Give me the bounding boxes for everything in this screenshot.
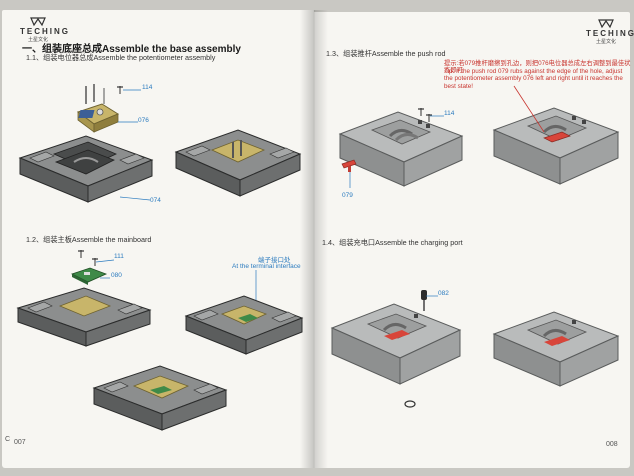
brand-sub-left: 土星文化 bbox=[28, 37, 49, 43]
brand-name-right: TECHING bbox=[586, 29, 634, 38]
base-housing-view-1 bbox=[18, 135, 154, 203]
brand-sub-right: 土星文化 bbox=[596, 39, 617, 45]
pushrod-part bbox=[341, 159, 357, 172]
pushrod-housing-view-2 bbox=[492, 107, 620, 185]
nut-ring-part bbox=[404, 400, 416, 408]
callout-080: 080 bbox=[111, 272, 122, 279]
screw-icon bbox=[78, 250, 84, 258]
section-title: 一、组装底座总成Assemble the base assembly bbox=[22, 44, 241, 55]
base-housing-view-2 bbox=[174, 129, 302, 197]
leader-line-114-right bbox=[430, 115, 444, 117]
base-housing-view-4 bbox=[184, 295, 304, 355]
terminal-interface-label-cn: 端子接口处 bbox=[258, 257, 291, 264]
screw-icon bbox=[117, 86, 123, 94]
charging-port-view-1 bbox=[330, 303, 462, 385]
leader-line-076 bbox=[118, 121, 138, 123]
screw-icon bbox=[426, 114, 432, 122]
callout-114-left: 114 bbox=[142, 84, 153, 91]
terminal-interface-label-en: At the terminal interface bbox=[232, 263, 301, 270]
tip-pointer-line bbox=[513, 85, 545, 133]
page-edge-letter: C bbox=[5, 436, 11, 443]
step-1-4-title: 1.4、组装充电口Assemble the charging port bbox=[322, 238, 463, 247]
leader-line-074 bbox=[119, 196, 151, 201]
brand-name-left: TECHING bbox=[20, 27, 70, 36]
pushrod-housing-view-1 bbox=[338, 111, 464, 187]
callout-114-right: 114 bbox=[444, 110, 455, 117]
page-number-right: 008 bbox=[606, 441, 618, 448]
callout-076: 076 bbox=[138, 117, 149, 124]
callout-111: 111 bbox=[114, 253, 124, 260]
step-1-1-title: 1.1、组装电位器总成Assemble the potentiometer as… bbox=[26, 53, 216, 62]
teching-logo-icon bbox=[30, 17, 46, 27]
step-1-3-title: 1.3、组装推杆Assemble the push rod bbox=[326, 49, 446, 58]
mainboard-pcb bbox=[70, 267, 108, 285]
base-housing-view-3 bbox=[16, 287, 152, 347]
tip-text-cn: 提示:若079推杆磨擦到孔边，则把076电位器总成左右调整到最佳状态即可 bbox=[444, 60, 631, 75]
right-page bbox=[314, 12, 630, 468]
page-number-left: 007 bbox=[14, 439, 26, 446]
base-housing-view-5 bbox=[92, 365, 228, 431]
charging-port-view-2 bbox=[492, 311, 620, 387]
callout-074: 074 bbox=[150, 197, 161, 204]
charging-port-part bbox=[421, 290, 427, 311]
leader-line-080 bbox=[100, 277, 110, 279]
callout-082: 082 bbox=[438, 290, 449, 297]
teching-logo-icon bbox=[598, 19, 614, 29]
leader-line-082 bbox=[426, 295, 438, 297]
book-gutter bbox=[300, 10, 328, 468]
step-1-2-title: 1.2、组装主板Assemble the mainboard bbox=[26, 235, 152, 244]
callout-079: 079 bbox=[342, 192, 353, 199]
screw-icon bbox=[92, 258, 98, 266]
screw-icon bbox=[418, 108, 424, 116]
leader-line-114 bbox=[123, 89, 141, 91]
tip-text-en: Tip: If the push rod 079 rubs against th… bbox=[444, 68, 623, 90]
leader-line-079 bbox=[349, 172, 351, 188]
potentiometer-assembly-exploded bbox=[76, 84, 120, 133]
leader-line-111 bbox=[95, 259, 115, 263]
